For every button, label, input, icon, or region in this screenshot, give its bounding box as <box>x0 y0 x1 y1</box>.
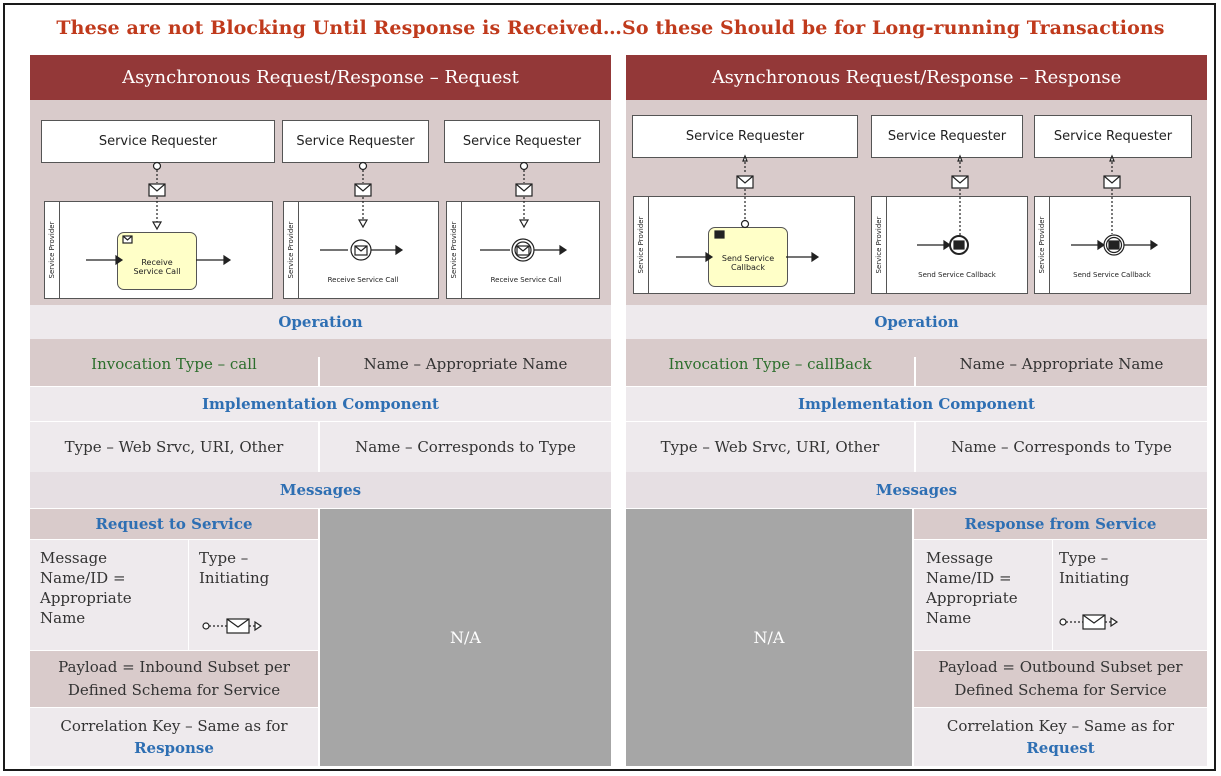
message-title: Request to Service <box>30 509 318 539</box>
service-requester-box: Service Requester <box>41 120 275 163</box>
slide-frame <box>3 3 1216 771</box>
messages-heading: Messages <box>626 472 1207 508</box>
message-type: Type – Initiating <box>199 549 270 587</box>
correlation-key-cell: Correlation Key – Same as for Request <box>914 708 1207 766</box>
messages-heading: Messages <box>30 472 611 508</box>
operation-heading: Operation <box>30 305 611 339</box>
diagram-connectors <box>676 154 1159 263</box>
slide-title: These are not Blocking Until Response is… <box>56 17 1165 39</box>
invocation-type: Invocation Type – callBack <box>626 341 914 386</box>
correlation-ref: Response <box>134 739 214 757</box>
event-label: Receive Service Call <box>327 276 399 284</box>
implementation-name: Name – Corresponds to Type <box>916 422 1207 472</box>
operation-name: Name – Appropriate Name <box>320 341 611 386</box>
implementation-heading: Implementation Component <box>30 387 611 421</box>
implementation-type: Type – Web Srvc, URI, Other <box>30 422 318 472</box>
panel-header: Asynchronous Request/Response – Request <box>30 55 611 100</box>
correlation-ref: Request <box>1026 739 1095 757</box>
panel-header: Asynchronous Request/Response – Response <box>626 55 1207 100</box>
operation-heading: Operation <box>626 305 1207 339</box>
event-label: Receive Service Call <box>490 276 562 284</box>
message-name-cell: Message Name/ID = Appropriate Name <box>30 540 188 650</box>
correlation-key-cell: Correlation Key – Same as for Response <box>30 708 318 766</box>
message-name: Message Name/ID = Appropriate Name <box>40 549 132 627</box>
message-type: Type – Initiating <box>1059 549 1130 587</box>
service-requester-box: Service Requester <box>282 120 429 163</box>
message-type-cell: Type – Initiating <box>1053 540 1207 650</box>
payload: Payload = Inbound Subset per Defined Sch… <box>30 651 318 707</box>
response-panel: Asynchronous Request/Response – Response… <box>626 55 1207 766</box>
message-type-cell: Type – Initiating <box>189 540 318 650</box>
message-flow-icon <box>202 618 263 634</box>
task-label: Send Service Callback <box>721 254 775 272</box>
correlation-key: Correlation Key – Same as for <box>60 717 288 735</box>
bpmn-diagram: Service Requester Service Requester Serv… <box>626 100 1207 357</box>
event-label: Send Service Callback <box>918 271 996 279</box>
message-name: Message Name/ID = Appropriate Name <box>926 549 1018 627</box>
na-block: N/A <box>320 509 611 766</box>
service-requester-box: Service Requester <box>632 115 858 158</box>
service-requester-box: Service Requester <box>871 115 1023 158</box>
diagram-connectors <box>86 161 568 266</box>
service-requester-box: Service Requester <box>1034 115 1192 158</box>
implementation-type: Type – Web Srvc, URI, Other <box>626 422 914 472</box>
message-title: Response from Service <box>914 509 1207 539</box>
na-block: N/A <box>626 509 912 766</box>
payload: Payload = Outbound Subset per Defined Sc… <box>914 651 1207 707</box>
message-flow-icon <box>1059 614 1119 630</box>
operation-name: Name – Appropriate Name <box>916 341 1207 386</box>
correlation-key: Correlation Key – Same as for <box>946 717 1175 735</box>
message-name-cell: Message Name/ID = Appropriate Name <box>914 540 1052 650</box>
implementation-name: Name – Corresponds to Type <box>320 422 611 472</box>
request-panel: Asynchronous Request/Response – Request … <box>30 55 611 766</box>
event-label: Send Service Callback <box>1073 271 1151 279</box>
task-label: Receive Service Call <box>133 258 181 276</box>
implementation-heading: Implementation Component <box>626 387 1207 421</box>
invocation-type: Invocation Type – call <box>30 341 318 386</box>
